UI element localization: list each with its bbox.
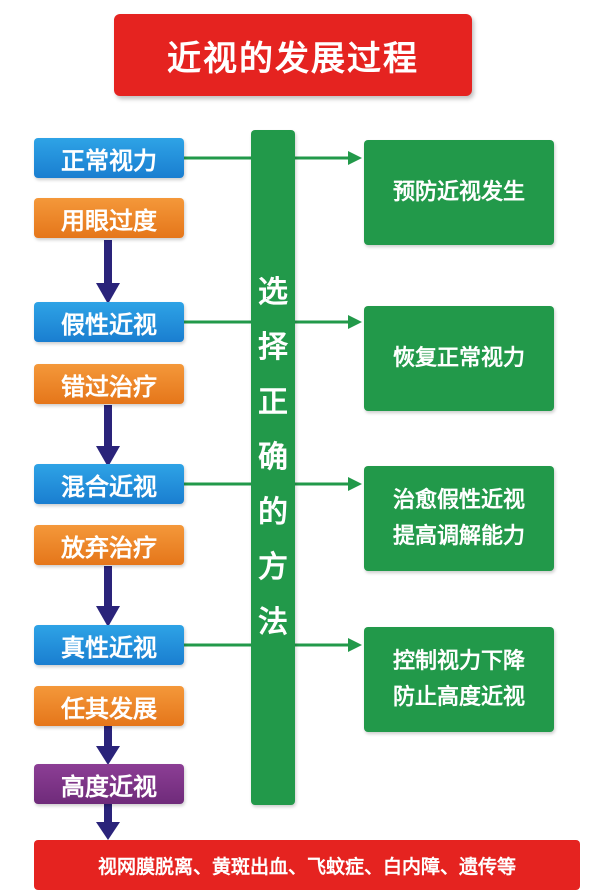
outcome-line: 控制视力下降 [392, 648, 525, 674]
stage-let-develop: 任其发展 [34, 686, 184, 726]
method-char: 确 [258, 440, 288, 475]
stage-normal-vision: 正常视力 [34, 138, 184, 178]
method-char: 法 [258, 605, 288, 640]
down-arrow-head [96, 446, 120, 467]
outcome-line: 恢复正常视力 [392, 345, 525, 371]
method-char: 选 [258, 275, 288, 310]
stage-eye-overuse: 用眼过度 [34, 198, 184, 238]
outcome-line: 治愈假性近视 [392, 487, 525, 513]
right-arrow-head [348, 151, 362, 165]
outcome-restore-vision: 恢复正常视力 [364, 306, 554, 411]
down-arrow-head [96, 283, 120, 304]
stage-missed-treatment: 错过治疗 [34, 364, 184, 404]
stage-pseudo-myopia: 假性近视 [34, 302, 184, 342]
method-char: 择 [258, 330, 288, 365]
outcome-control-vision-decline: 控制视力下降 防止高度近视 [364, 627, 554, 732]
page-title: 近视的发展过程 [114, 14, 472, 96]
stage-true-myopia: 真性近视 [34, 625, 184, 665]
stage-high-myopia: 高度近视 [34, 764, 184, 804]
stage-abandon-treatment: 放弃治疗 [34, 525, 184, 565]
method-char: 的 [258, 495, 288, 530]
outcome-line: 预防近视发生 [392, 179, 525, 205]
down-arrow-head [96, 746, 120, 765]
method-char: 正 [258, 385, 288, 420]
down-arrows [96, 240, 120, 840]
method-char: 方 [258, 550, 288, 585]
right-arrow-head [348, 315, 362, 329]
stage-mixed-myopia: 混合近视 [34, 464, 184, 504]
outcome-cure-pseudo-myopia: 治愈假性近视 提高调解能力 [364, 466, 554, 571]
right-arrow-head [348, 638, 362, 652]
choose-correct-method-bar: 选 择 正 确 的 方 法 [251, 130, 295, 805]
outcome-line: 提高调解能力 [392, 523, 525, 549]
complications-banner: 视网膜脱离、黄斑出血、飞蚊症、白内障、遗传等 [34, 840, 580, 890]
outcome-line: 防止高度近视 [392, 684, 525, 710]
right-arrow-head [348, 477, 362, 491]
down-arrow-head [96, 606, 120, 627]
outcome-prevent-myopia: 预防近视发生 [364, 140, 554, 245]
down-arrow-head [96, 822, 120, 840]
